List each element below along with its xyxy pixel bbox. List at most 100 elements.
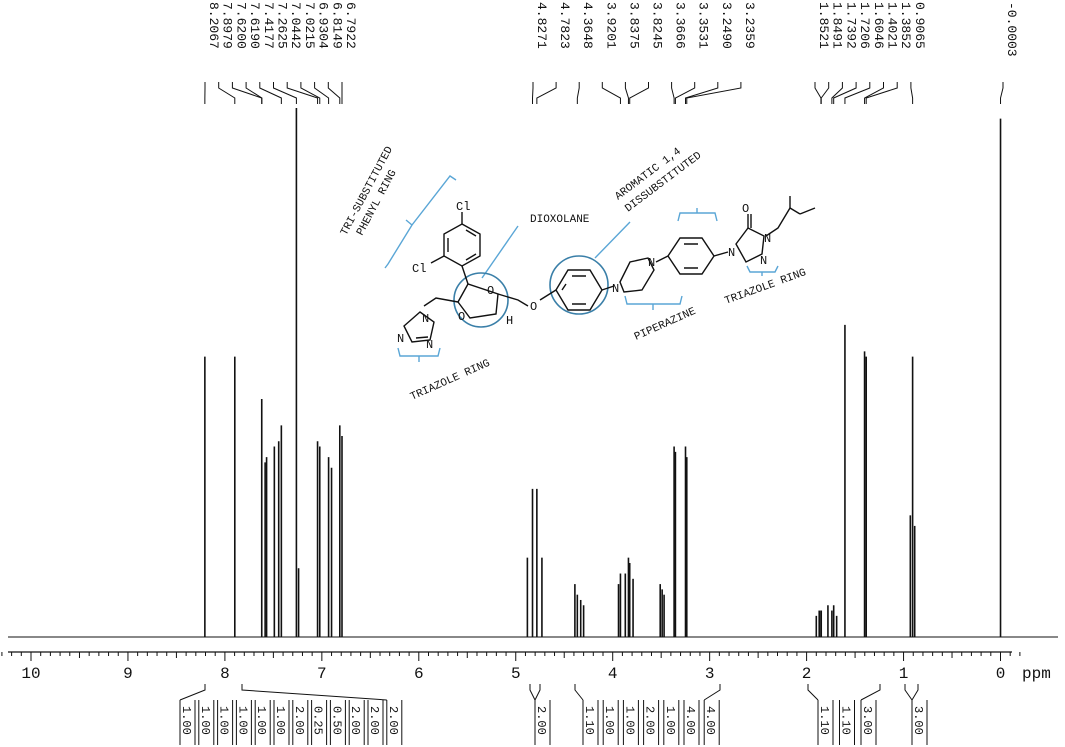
peak-leader [671, 82, 675, 104]
peak-label: 7.2625 [275, 2, 290, 49]
peak-leader [259, 82, 282, 104]
peak-leader [245, 82, 263, 104]
integral-label: 2.00 [348, 706, 362, 735]
label-cl-left: Cl [412, 262, 426, 276]
peak-label: 4.3648 [580, 2, 595, 49]
integral-connector [179, 684, 387, 701]
peak-label: 3.8375 [626, 2, 641, 49]
peak-leader [844, 82, 871, 104]
peak-label: 1.8491 [830, 2, 845, 49]
label-dioxolane: DIOXOLANE [530, 214, 590, 226]
integral-label: 1.00 [217, 706, 231, 735]
x-tick-label: 7 [317, 665, 327, 683]
integral-label: 1.00 [663, 706, 677, 735]
peak-label: 3.3531 [696, 2, 711, 49]
peak-label: 1.6046 [871, 2, 886, 49]
integral-label: 2.00 [386, 706, 400, 735]
label-piperazine: PIPERAZINE [633, 306, 699, 344]
peak-leader [831, 82, 843, 104]
peak-label: 6.8149 [329, 2, 344, 49]
label-n-pip1: N [612, 282, 619, 296]
peak-label: 7.6200 [233, 2, 248, 49]
integral-label: 1.00 [273, 706, 287, 735]
peak-label: 6.9304 [316, 2, 331, 49]
label-o1: O [487, 284, 494, 298]
x-tick-label: 6 [414, 665, 424, 683]
peak-label: 3.3666 [673, 2, 688, 49]
integral-label: 1.00 [179, 706, 193, 735]
integral-label: 2.00 [367, 706, 381, 735]
peak-leader [231, 82, 263, 104]
x-tick-label: 8 [220, 665, 230, 683]
peak-label: 1.4021 [885, 2, 900, 49]
bracket-phenyl [384, 175, 457, 269]
label-n-pip2: N [648, 256, 655, 270]
integral-label: 1.00 [622, 706, 636, 735]
aromatic-circle [549, 255, 609, 315]
peak-leader [629, 82, 649, 104]
arrow-dioxolane [481, 225, 519, 279]
peak-label: 3.2359 [742, 2, 757, 49]
integral-connector [574, 684, 721, 701]
integral-label: 1.00 [254, 706, 268, 735]
label-n1: N [422, 312, 429, 326]
integral-connector [807, 684, 881, 701]
integral-label: 1.00 [198, 706, 212, 735]
label-h: H [506, 314, 513, 328]
integral-connector [904, 684, 919, 701]
peak-leader [820, 82, 830, 104]
peak-label: 3.8245 [650, 2, 665, 49]
peak-leader [814, 82, 822, 104]
bracket-aromatic [677, 212, 718, 222]
peak-label: 8.2067 [206, 2, 221, 49]
integral-label: 0.25 [311, 706, 325, 735]
dioxolane-circle [453, 272, 509, 328]
integral-label: 2.00 [643, 706, 657, 735]
arrow-aromatic [594, 221, 631, 259]
peak-label: 3.2490 [719, 2, 734, 49]
integral-connector [529, 684, 541, 701]
x-tick-label: 1 [899, 665, 909, 683]
integral-label: 2.00 [534, 706, 548, 735]
label-n2: N [397, 332, 404, 346]
integral-label: 1.10 [582, 706, 596, 735]
peak-label: -0.0003 [1004, 2, 1019, 57]
peak-label: 3.9201 [603, 2, 618, 49]
peak-leader [865, 82, 898, 104]
label-n3: N [426, 338, 433, 352]
peak-leader [601, 82, 621, 104]
integral-label: 3.00 [911, 706, 925, 735]
x-tick-label: 10 [21, 665, 40, 683]
peak-label: 0.9065 [912, 2, 927, 49]
peak-leader [576, 82, 580, 104]
peak-leader [300, 82, 321, 104]
peak-leader [864, 82, 884, 104]
peak-label: 4.8271 [534, 2, 549, 49]
bracket-piperazine [624, 295, 683, 305]
peak-leader [685, 82, 719, 104]
label-triazole-left: TRIAZOLE RING [409, 358, 492, 404]
peak-label: 7.6190 [247, 2, 262, 49]
integral-label: 1.00 [235, 706, 249, 735]
bracket-triazole-left [397, 347, 441, 357]
peak-label: 4.7823 [557, 2, 572, 49]
x-tick-label: 3 [705, 665, 715, 683]
peak-label: 1.7392 [843, 2, 858, 49]
x-tick-label: 5 [511, 665, 521, 683]
integral-label: 1.10 [839, 706, 853, 735]
integral-label: 2.00 [292, 706, 306, 735]
peak-leader [327, 82, 341, 104]
label-n-tri1: N [728, 246, 735, 260]
label-o2: O [458, 310, 465, 324]
peak-leader [536, 82, 557, 104]
peak-leader [674, 82, 696, 104]
peak-leader [624, 82, 629, 104]
integral-label: 1.00 [602, 706, 616, 735]
peak-label: 7.8979 [220, 2, 235, 49]
x-tick-label: 9 [123, 665, 133, 683]
integral-label: 3.00 [860, 706, 874, 735]
peak-label: 7.4177 [261, 2, 276, 49]
label-cl-top: Cl [456, 200, 470, 214]
peak-leader [218, 82, 236, 104]
